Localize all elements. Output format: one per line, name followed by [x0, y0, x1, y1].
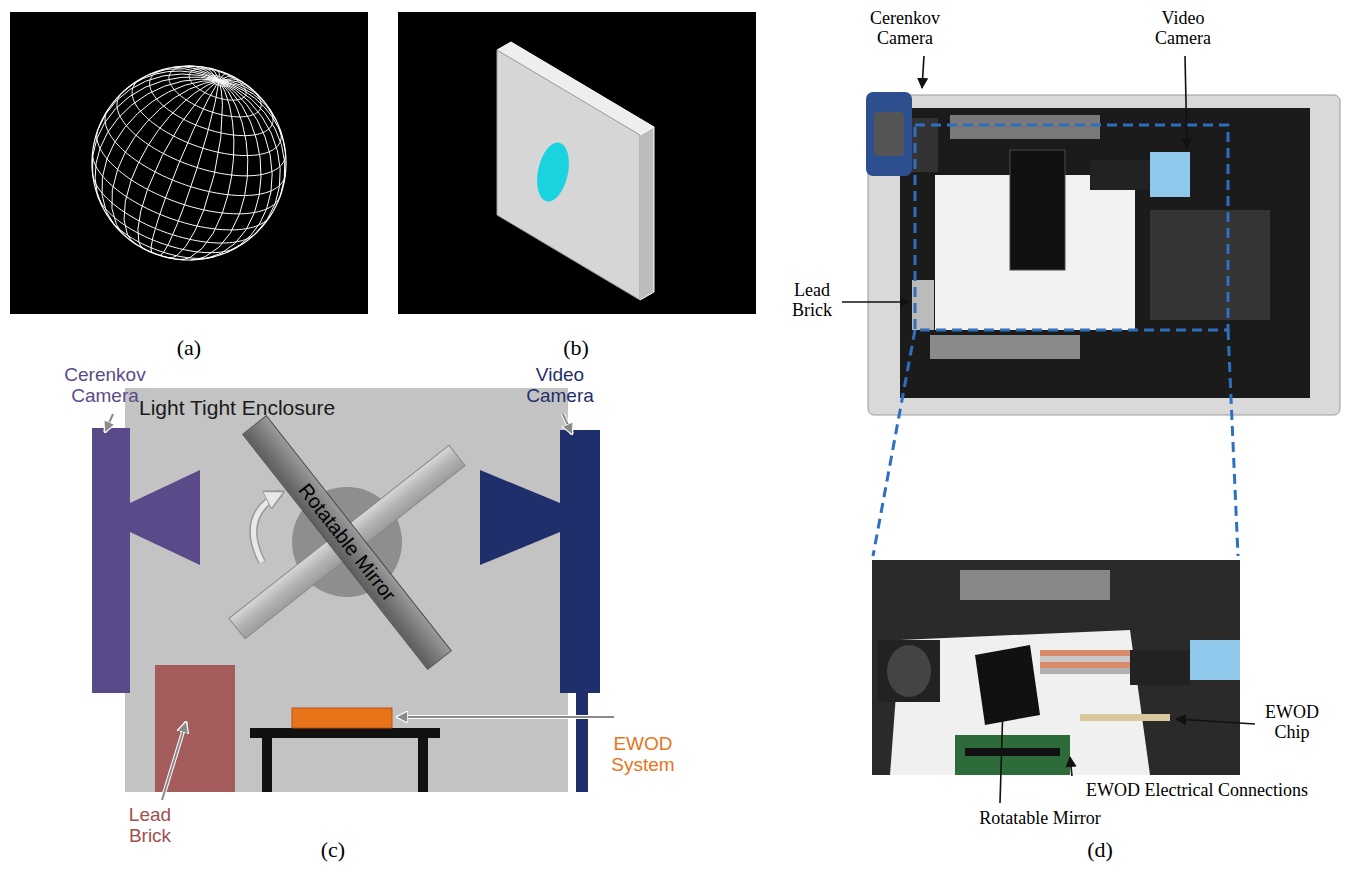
zoom-box	[915, 125, 1228, 330]
lead-brick	[155, 665, 235, 792]
panel-ground	[10, 12, 368, 314]
cerenkov-camera-body	[92, 428, 130, 693]
table-leg	[262, 738, 272, 792]
part-label: EWOD Electrical Connections	[1086, 780, 1308, 800]
wire-sphere	[92, 66, 286, 260]
part-label: Lead Brick	[786, 280, 838, 320]
sphere-grid	[93, 66, 286, 260]
table-top	[250, 728, 440, 738]
panel-label: (d)	[1087, 838, 1113, 863]
table-leg	[418, 738, 428, 792]
node-text: Light Tight Enclosure	[139, 396, 554, 420]
ewod-system	[292, 708, 392, 728]
video-camera-lens	[480, 470, 560, 565]
cerenkov-camera-lens	[130, 470, 200, 565]
enclosure-photo	[866, 92, 1340, 415]
panel-label: (b)	[563, 336, 589, 361]
zoom-line	[873, 330, 915, 556]
panel-label: (a)	[177, 336, 201, 361]
panel-ground	[398, 12, 756, 314]
part-label: EWOD Chip	[1261, 702, 1323, 742]
part-label: Cerenkov Camera	[859, 8, 951, 48]
slab-figure	[497, 42, 654, 300]
rotation-arrow	[253, 493, 281, 562]
video-camera-stand	[576, 693, 588, 792]
part-label: Rotatable Mirror	[979, 808, 1100, 828]
enclosure-box: Light Tight EnclosureRotatable Mirror	[125, 388, 568, 792]
part-label: Video Camera	[515, 364, 605, 407]
mirror-bar: Rotatable Mirror	[242, 415, 452, 670]
leader-arrows	[105, 414, 614, 800]
part-label: Cerenkov Camera	[55, 364, 155, 407]
rotation-arrow	[253, 493, 281, 562]
leader-arrows	[842, 56, 1255, 803]
zoom-line	[1228, 330, 1238, 556]
inset-photo	[872, 560, 1240, 775]
mirror-alt-position	[229, 445, 465, 639]
part-label: Video Camera	[1143, 8, 1223, 48]
video-camera-body	[560, 430, 600, 693]
panel-label: (c)	[321, 838, 345, 863]
part-label: Lead Brick	[117, 804, 183, 847]
sphere-outline	[92, 66, 286, 260]
part-label: EWOD System	[601, 733, 685, 776]
